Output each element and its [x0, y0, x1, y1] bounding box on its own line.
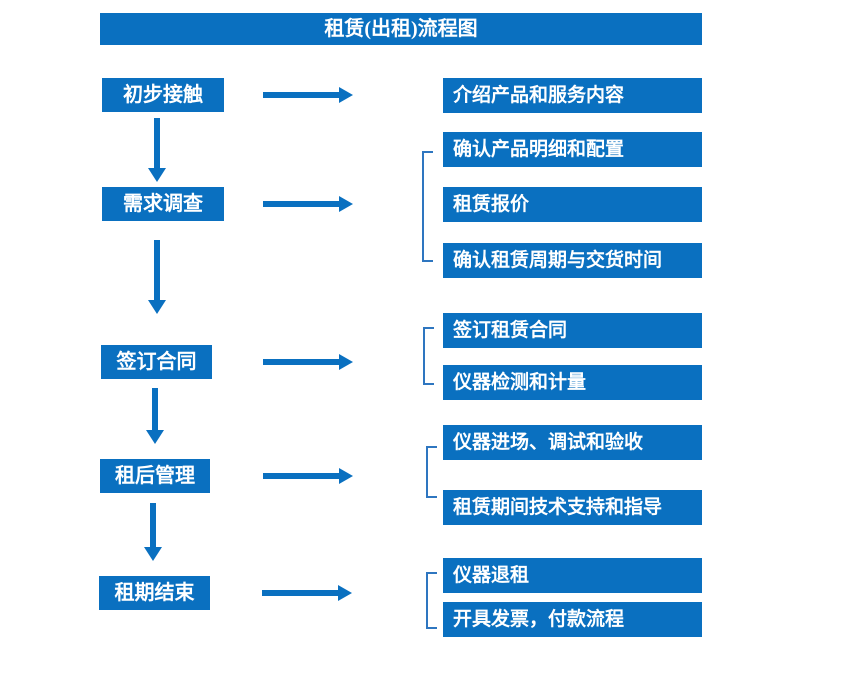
- step-box-rental-end: 租期结束: [99, 576, 210, 610]
- arrow-shaft: [152, 388, 158, 431]
- detail-box-instrument-testing: 仪器检测和计量: [443, 365, 702, 400]
- detail-box-sign-rental-contract: 签订租赁合同: [443, 313, 702, 348]
- arrow-head: [148, 300, 166, 314]
- arrow-right-icon: [263, 196, 353, 212]
- arrow-shaft: [263, 473, 340, 479]
- arrow-shaft: [150, 503, 156, 548]
- step-box-post-rental-management: 租后管理: [100, 459, 210, 493]
- bracket-connector: [426, 572, 437, 629]
- detail-box-invoice-payment: 开具发票，付款流程: [443, 602, 702, 637]
- arrow-head: [338, 585, 352, 601]
- step-box-initial-contact: 初步接触: [102, 78, 224, 112]
- detail-box-instrument-return: 仪器退租: [443, 558, 702, 593]
- arrow-down-icon: [148, 240, 166, 314]
- step-box-sign-contract: 签订合同: [101, 345, 212, 379]
- arrow-head: [339, 468, 353, 484]
- arrow-shaft: [263, 359, 340, 365]
- arrow-down-icon: [144, 503, 162, 561]
- arrow-down-icon: [148, 118, 166, 182]
- detail-box-confirm-product-config: 确认产品明细和配置: [443, 132, 702, 167]
- bracket-connector: [423, 327, 434, 385]
- detail-box-intro-products-services: 介绍产品和服务内容: [443, 78, 702, 113]
- arrow-right-icon: [263, 87, 353, 103]
- arrow-down-icon: [146, 388, 164, 444]
- flowchart-title: 租赁(出租)流程图: [100, 13, 702, 45]
- arrow-shaft: [262, 590, 339, 596]
- detail-box-instrument-setup-acceptance: 仪器进场、调试和验收: [443, 425, 702, 460]
- step-box-needs-survey: 需求调查: [102, 187, 224, 221]
- detail-box-confirm-period-delivery: 确认租赁周期与交货时间: [443, 243, 702, 278]
- detail-box-tech-support: 租赁期间技术支持和指导: [443, 490, 702, 525]
- arrow-right-icon: [263, 354, 353, 370]
- arrow-shaft: [154, 240, 160, 301]
- arrow-head: [339, 354, 353, 370]
- detail-box-rental-quote: 租赁报价: [443, 187, 702, 222]
- arrow-head: [146, 430, 164, 444]
- arrow-head: [339, 87, 353, 103]
- arrow-right-icon: [262, 585, 352, 601]
- arrow-head: [339, 196, 353, 212]
- arrow-right-icon: [263, 468, 353, 484]
- arrow-head: [148, 168, 166, 182]
- bracket-connector: [422, 151, 433, 262]
- arrow-shaft: [263, 201, 340, 207]
- arrow-head: [144, 547, 162, 561]
- arrow-shaft: [154, 118, 160, 169]
- arrow-shaft: [263, 92, 340, 98]
- bracket-connector: [426, 446, 437, 498]
